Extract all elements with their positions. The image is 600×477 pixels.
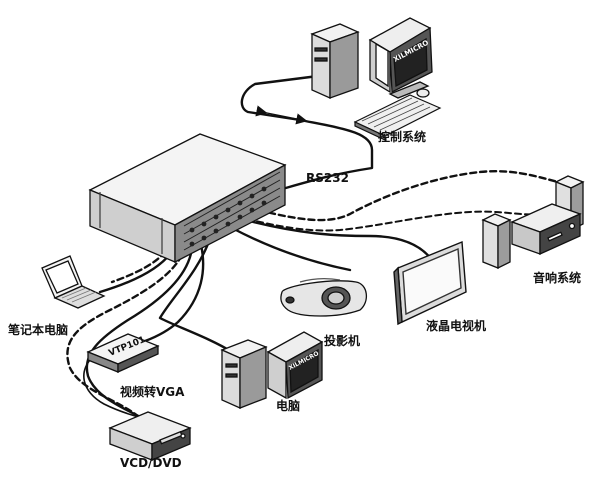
label-vcd-dvd: VCD/DVD bbox=[120, 456, 182, 470]
rs232-cable bbox=[233, 73, 374, 204]
audio-cable-2 bbox=[227, 210, 541, 232]
label-projector: 投影机 bbox=[324, 334, 361, 348]
label-laptop: 笔记本电脑 bbox=[8, 323, 69, 337]
desktop-pc-icon-2 bbox=[220, 339, 268, 410]
laptop-icon bbox=[41, 255, 106, 309]
lcd-tv-cable bbox=[236, 216, 434, 262]
converter-box-icon: VTP101 bbox=[86, 333, 160, 374]
projector-cable bbox=[230, 226, 352, 272]
desktop-pc-icon bbox=[310, 23, 360, 100]
keyboard-icon bbox=[353, 94, 442, 141]
label-lcd-tv: 液晶电视机 bbox=[426, 319, 487, 333]
dvd-player-icon bbox=[108, 411, 192, 461]
crt-monitor-icon-2: XILMICRO bbox=[266, 331, 324, 400]
projector-icon bbox=[280, 278, 367, 317]
label-computer: 电脑 bbox=[276, 399, 301, 413]
dvd-cable-2 bbox=[85, 234, 194, 424]
speaker-icon bbox=[481, 213, 512, 270]
label-audio-system: 音响系统 bbox=[533, 271, 582, 285]
lcd-tv-icon bbox=[393, 240, 467, 326]
label-control-system: 控制系统 bbox=[378, 130, 427, 144]
mouse-icon bbox=[416, 88, 430, 98]
computer-cable bbox=[158, 236, 234, 354]
label-rs232: RS232 bbox=[306, 171, 349, 185]
matrix-switcher-icon bbox=[88, 133, 287, 264]
amplifier-icon bbox=[510, 203, 582, 256]
label-converter: 视频转VGA bbox=[120, 385, 185, 399]
audio-cable bbox=[238, 170, 577, 222]
rs232-arrow-line bbox=[255, 105, 308, 125]
crt-monitor-icon: XILMICRO bbox=[368, 17, 433, 99]
